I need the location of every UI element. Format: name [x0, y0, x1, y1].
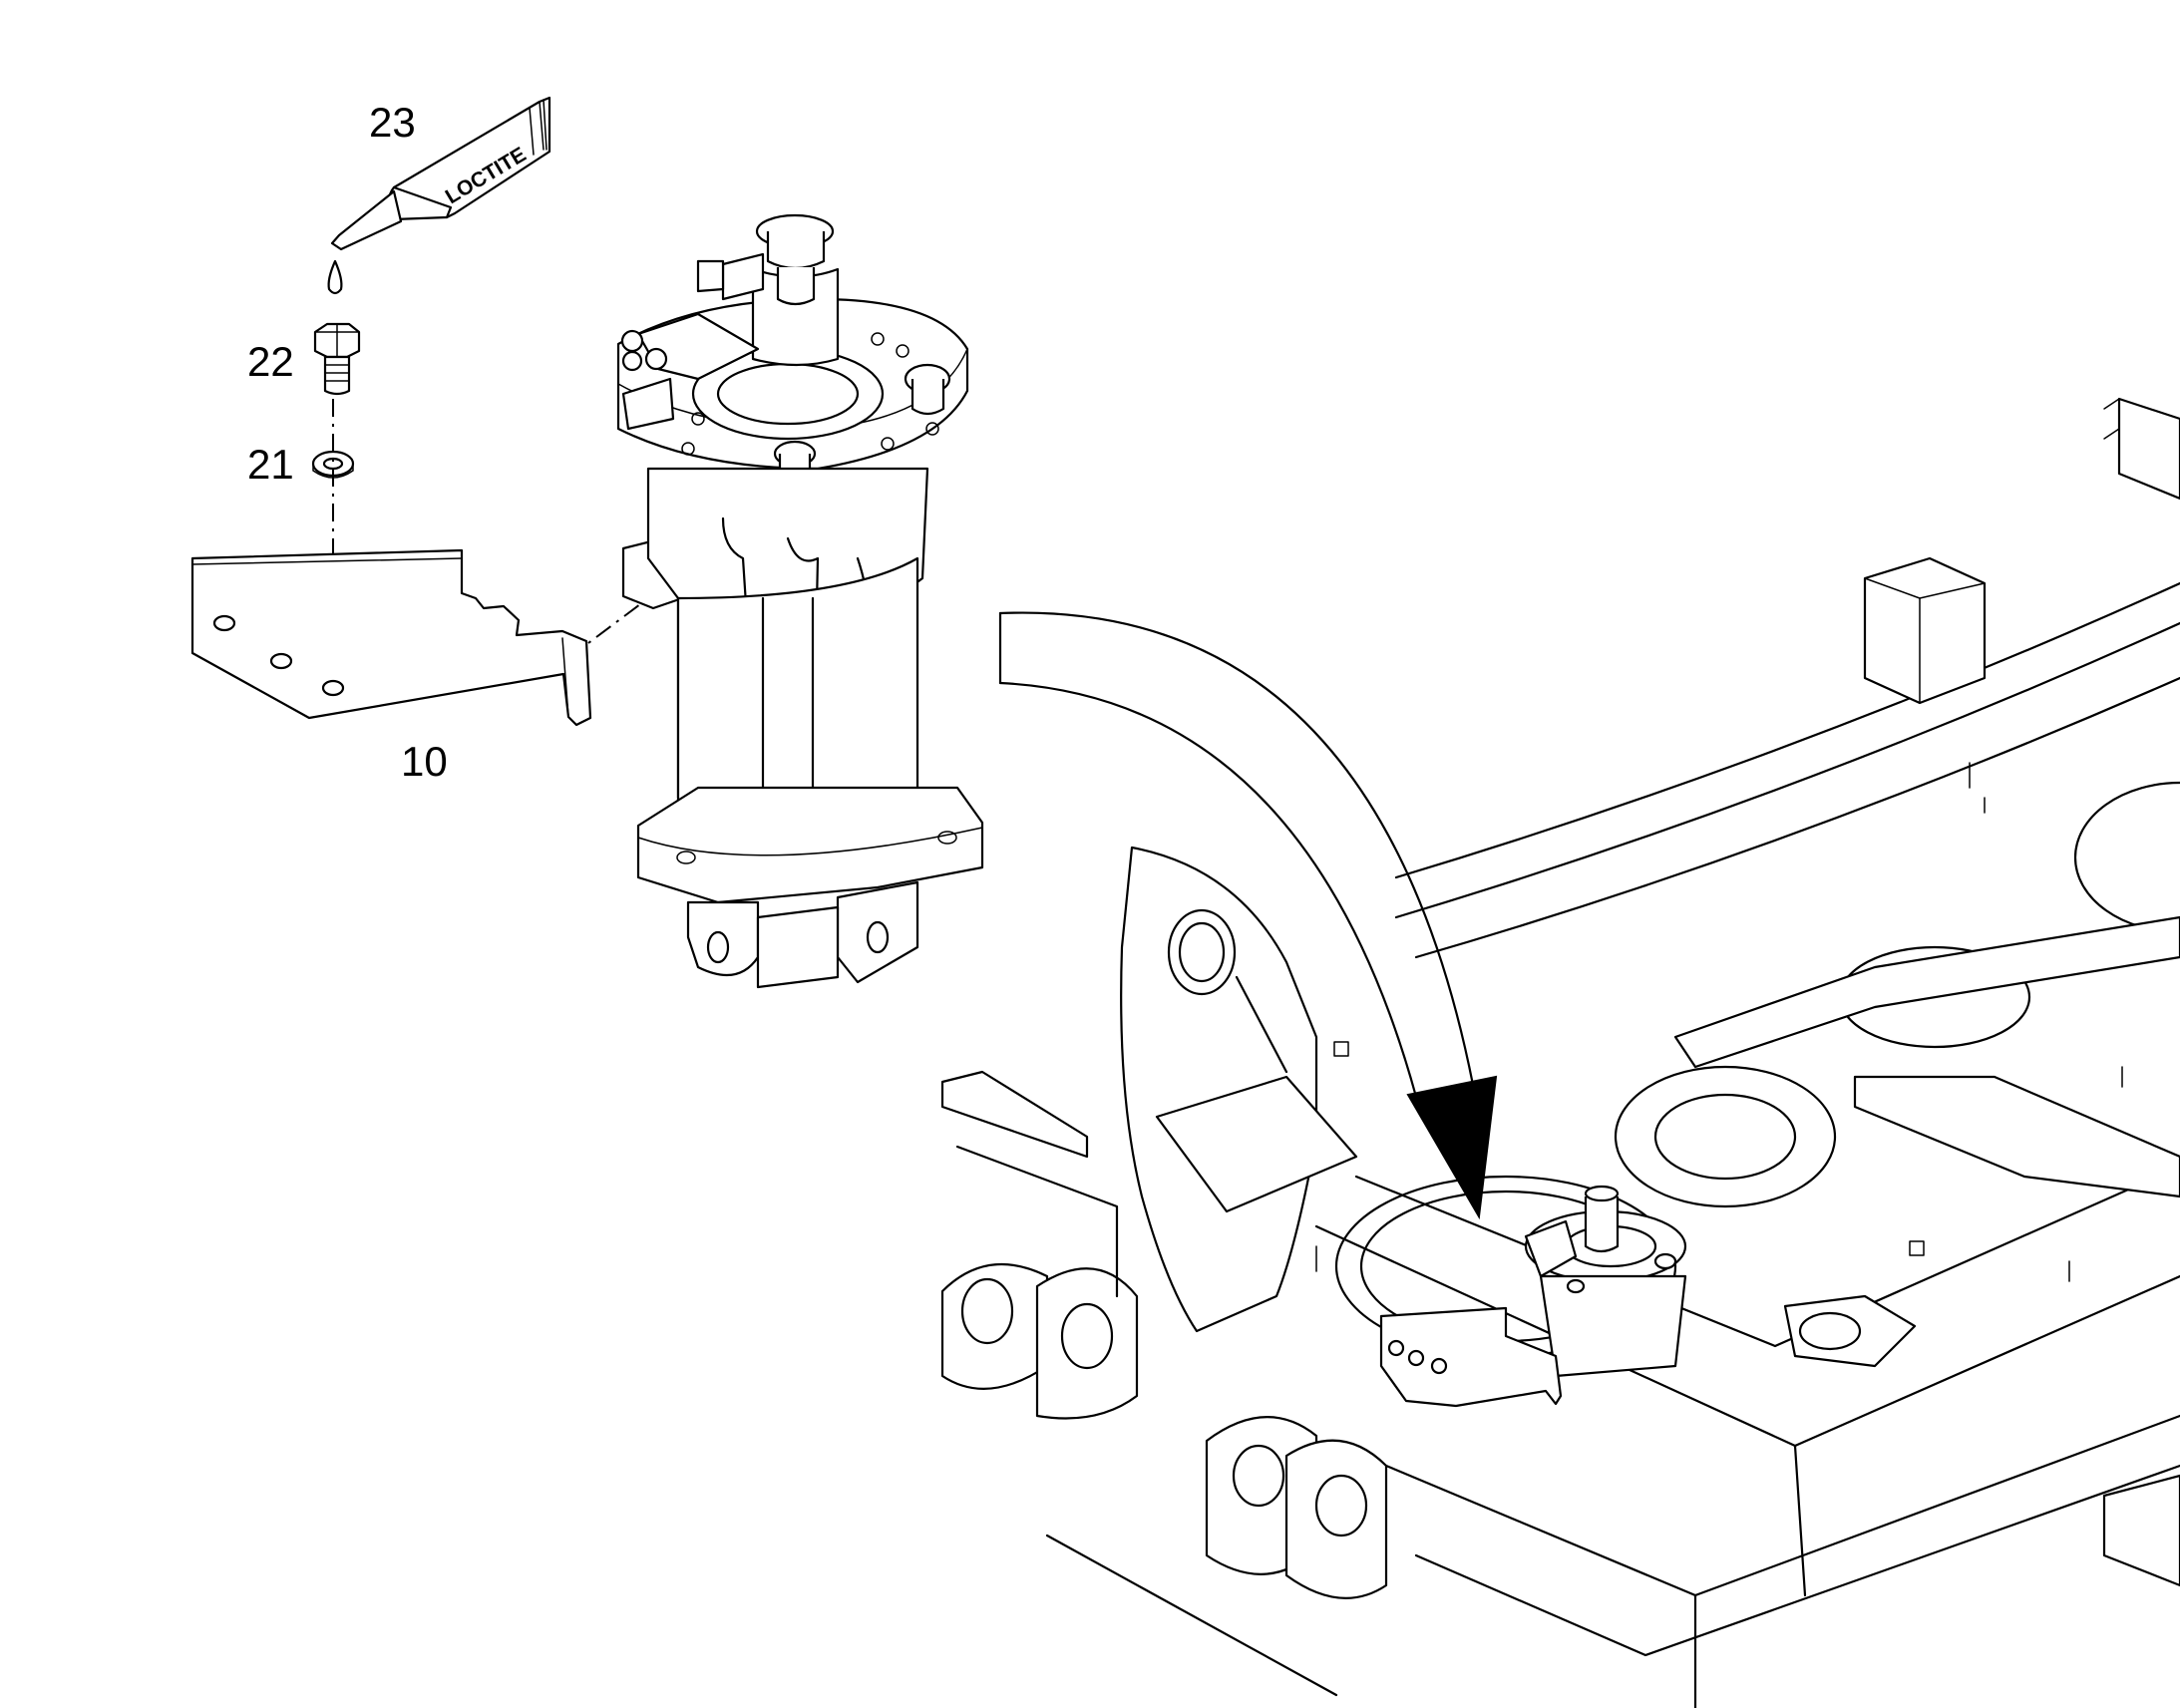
- undercarriage-frame: [940, 397, 2180, 1708]
- callout-23: 23: [369, 99, 416, 146]
- installed-swivel-joint: [1524, 1185, 1687, 1378]
- callout-22: 22: [247, 338, 294, 385]
- loctite-tube-icon: LOCTITE: [330, 96, 551, 251]
- bolt-icon: [313, 322, 361, 396]
- installation-direction-arrow: [998, 611, 1498, 1220]
- adhesive-drop-icon: [327, 259, 343, 295]
- frame-fasteners: [1315, 762, 2123, 1282]
- swivel-joint-assembly: [616, 213, 984, 989]
- callout-21: 21: [247, 441, 294, 488]
- callout-10: 10: [401, 738, 448, 785]
- bracket-plate: [190, 548, 592, 727]
- installed-bracket: [1379, 1306, 1563, 1408]
